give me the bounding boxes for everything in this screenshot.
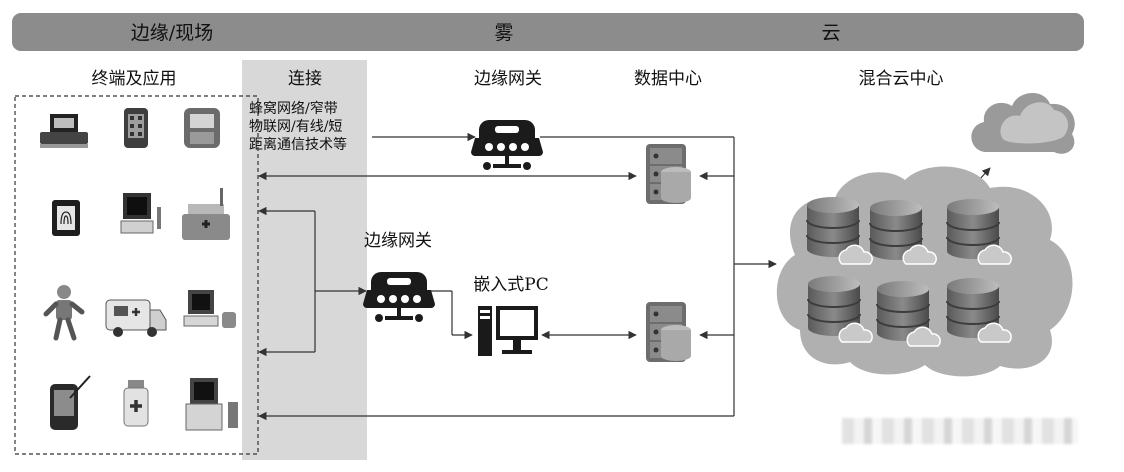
robot-icon bbox=[43, 285, 85, 341]
public-cloud-icon bbox=[971, 92, 1075, 154]
network-text-line-3: 距离通信技术等 bbox=[249, 136, 347, 153]
endpoints-heading: 终端及应用 bbox=[92, 69, 177, 89]
cash-register-icon bbox=[40, 114, 88, 148]
diagnostic-station-icon bbox=[185, 378, 238, 431]
endpoints-box bbox=[14, 95, 259, 455]
ambulance-icon bbox=[105, 299, 167, 337]
edge-gateway-mid-icon bbox=[363, 272, 435, 322]
medical-printer-icon bbox=[184, 108, 220, 148]
network-text-line-1: 蜂窝网络/窄带 bbox=[249, 100, 338, 117]
hybrid-cloud-icon bbox=[776, 166, 1073, 377]
medicine-bottle-icon bbox=[123, 380, 149, 427]
pda-pen-icon bbox=[50, 375, 91, 430]
fingerprint-scanner-icon bbox=[52, 200, 80, 236]
network-text-line-2: 物联网/有线/短 bbox=[249, 119, 342, 135]
datacenter-heading: 数据中心 bbox=[634, 69, 702, 89]
computer-terminal-icon bbox=[120, 193, 161, 234]
datacenter-server-top-icon bbox=[646, 144, 691, 204]
embedded-pc-heading: 嵌入式PC bbox=[473, 275, 548, 295]
watermark bbox=[842, 418, 1078, 444]
connection-lines bbox=[258, 132, 991, 421]
tier-cloud-label: 云 bbox=[821, 22, 840, 44]
gateway-top-heading: 边缘网关 bbox=[474, 69, 542, 89]
medical-cart-icon bbox=[182, 188, 230, 240]
edge-gateway-top-icon bbox=[471, 120, 543, 170]
connect-heading: 连接 bbox=[288, 69, 322, 89]
tier-banner bbox=[12, 13, 1084, 51]
hybrid-cloud-heading: 混合云中心 bbox=[859, 69, 944, 89]
tier-fog-label: 雾 bbox=[494, 22, 513, 44]
connection-band bbox=[242, 60, 367, 460]
gateway-mid-heading: 边缘网关 bbox=[364, 231, 432, 251]
datacenter-server-bottom-icon bbox=[646, 302, 691, 362]
embedded-pc-icon bbox=[478, 306, 538, 356]
tier-edge-label: 边缘/现场 bbox=[131, 22, 213, 44]
monitor-device-icon bbox=[183, 290, 236, 328]
phone-keypad-icon bbox=[124, 108, 148, 148]
